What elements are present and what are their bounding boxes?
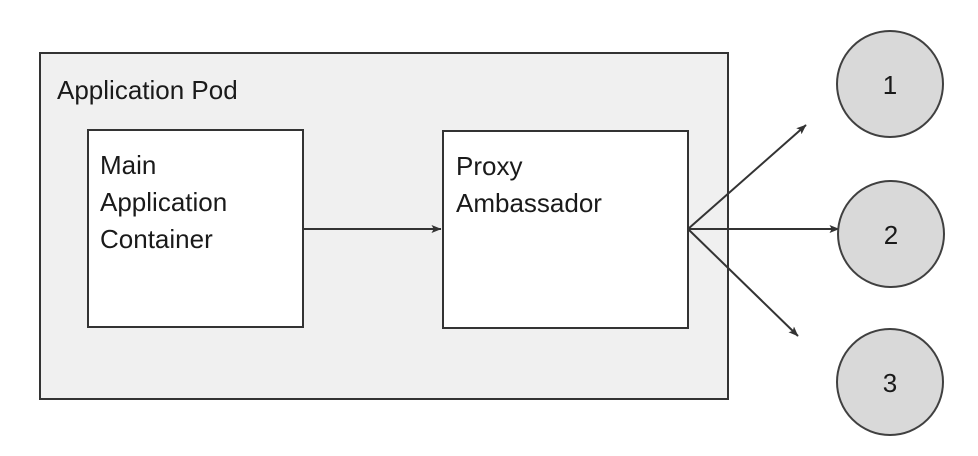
connector-proxy-to-endpoint-1-line: [687, 124, 807, 230]
main-application-container-label-line3: Container: [100, 224, 213, 254]
proxy-ambassador-label-line2: Ambassador: [456, 188, 602, 218]
endpoint-2-circle: [837, 180, 945, 288]
proxy-ambassador-label-line1: Proxy: [456, 151, 522, 181]
endpoint-1-circle: [836, 30, 944, 138]
main-application-container-label-line2: Application: [100, 187, 227, 217]
endpoint-1-label: 1: [883, 70, 897, 100]
main-application-container-label-line1: Main: [100, 150, 156, 180]
endpoint-3-circle: [836, 328, 944, 436]
proxy-ambassador-container-rect: [442, 130, 689, 329]
proxy-ambassador-container[interactable]: Proxy Ambassador: [442, 130, 689, 329]
connector-proxy-to-endpoint-3: [687, 228, 799, 337]
endpoint-3-label: 3: [883, 368, 897, 398]
main-application-container-rect: [87, 129, 304, 328]
connector-proxy-to-endpoint-3-line: [687, 228, 799, 337]
endpoint-1[interactable]: 1: [836, 30, 944, 138]
connector-proxy-to-endpoint-1: [687, 124, 807, 230]
application-pod-label: Application Pod: [57, 75, 238, 105]
main-application-container[interactable]: Main Application Container: [87, 129, 304, 328]
endpoint-2[interactable]: 2: [837, 180, 945, 288]
endpoint-2-label: 2: [884, 220, 898, 250]
endpoint-3[interactable]: 3: [836, 328, 944, 436]
